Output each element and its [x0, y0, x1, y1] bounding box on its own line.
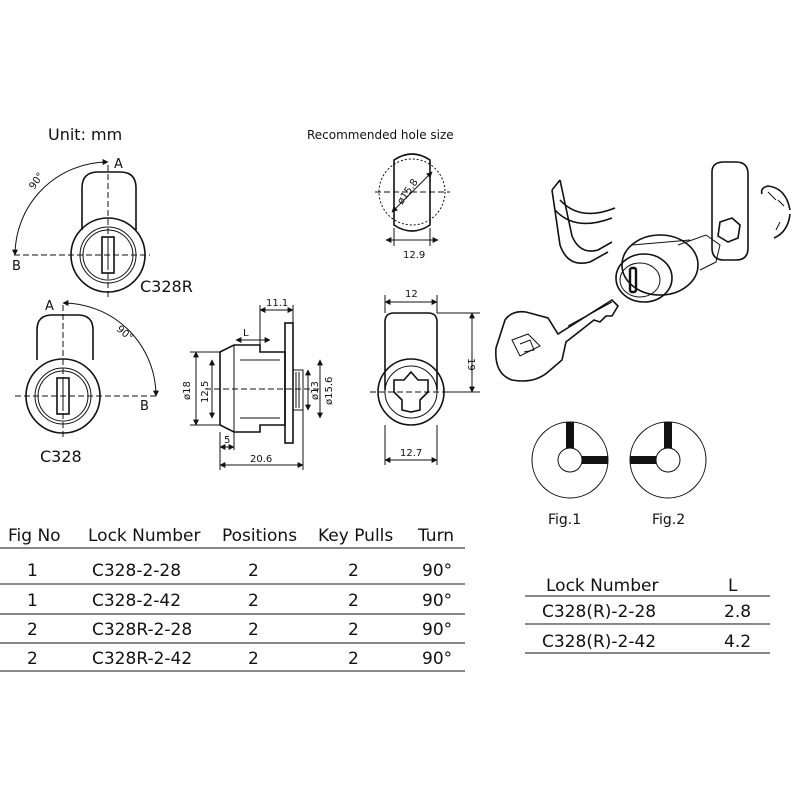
- front-dim-19: 19: [465, 358, 476, 371]
- exploded-view: [495, 161, 791, 382]
- main-cell: 2: [27, 620, 38, 640]
- c328r-angle: 90°: [27, 171, 46, 192]
- main-header-lock-number: Lock Number: [88, 526, 200, 546]
- c328r-front-view: [12, 159, 150, 300]
- main-cell: 2: [248, 649, 259, 669]
- c328-point-b: B: [140, 399, 149, 414]
- side-dim-top: 11.1: [266, 298, 288, 309]
- main-cell: 2: [27, 649, 38, 669]
- main-table: Fig No Lock Number Positions Key Pulls T…: [0, 526, 465, 672]
- main-cell: C328-2-28: [92, 561, 181, 581]
- unit-label: Unit: mm: [48, 125, 122, 144]
- c328-label: C328: [40, 447, 82, 466]
- main-header-turn: Turn: [417, 526, 454, 546]
- hole-size-title: Recommended hole size: [307, 128, 454, 142]
- fig2-diagram: [629, 421, 707, 499]
- main-cell: 90°: [422, 649, 452, 669]
- main-header-positions: Positions: [222, 526, 297, 546]
- main-header-fig-no: Fig No: [8, 526, 61, 546]
- hole-drawing: [375, 153, 450, 246]
- main-cell: 1: [27, 591, 38, 611]
- l-header-l: L: [728, 576, 738, 596]
- l-cell: C328(R)-2-42: [542, 632, 656, 652]
- side-view: [190, 305, 323, 470]
- side-dim-d15-6: ø15.6: [324, 377, 335, 405]
- main-cell: 90°: [422, 620, 452, 640]
- c328-front-view: [15, 300, 159, 440]
- fig1-label: Fig.1: [548, 512, 581, 528]
- c328-angle: 90°: [114, 324, 135, 344]
- fig1-diagram: [531, 421, 609, 499]
- main-cell: 2: [348, 649, 359, 669]
- hole-width: 12.9: [403, 250, 425, 261]
- side-dim-12-5: 12.5: [200, 381, 211, 403]
- c328-point-a: A: [45, 299, 54, 314]
- side-dim-d13: ø13: [310, 381, 321, 400]
- l-header-lock-number: Lock Number: [546, 576, 658, 596]
- l-cell: 2.8: [724, 602, 751, 622]
- front-dim-12-7: 12.7: [400, 448, 422, 459]
- main-cell: 90°: [422, 561, 452, 581]
- l-cell: C328(R)-2-28: [542, 602, 656, 622]
- main-cell: C328-2-42: [92, 591, 181, 611]
- front-dim-12: 12: [405, 289, 418, 300]
- main-cell: 1: [27, 561, 38, 581]
- front-cam-view: [370, 295, 480, 465]
- main-cell: 2: [348, 591, 359, 611]
- l-cell: 4.2: [724, 632, 751, 652]
- main-cell: 90°: [422, 591, 452, 611]
- c328r-point-b: B: [12, 259, 21, 274]
- main-cell: 2: [248, 591, 259, 611]
- l-table: Lock Number L C328(R)-2-28 2.8 C328(R)-2…: [525, 576, 770, 654]
- fig2-label: Fig.2: [652, 512, 685, 528]
- side-dim-20-6: 20.6: [250, 454, 272, 465]
- c328r-point-a: A: [114, 157, 123, 172]
- c328r-label: C328R: [140, 277, 193, 296]
- main-cell: 2: [248, 620, 259, 640]
- side-dim-5: 5: [224, 435, 230, 446]
- side-dim-d18: ø18: [182, 381, 193, 400]
- side-dim-l: L: [243, 328, 249, 339]
- main-cell: C328R-2-42: [92, 649, 192, 669]
- main-cell: 2: [348, 620, 359, 640]
- main-header-key-pulls: Key Pulls: [318, 526, 393, 546]
- main-cell: 2: [248, 561, 259, 581]
- main-cell: C328R-2-28: [92, 620, 192, 640]
- main-cell: 2: [348, 561, 359, 581]
